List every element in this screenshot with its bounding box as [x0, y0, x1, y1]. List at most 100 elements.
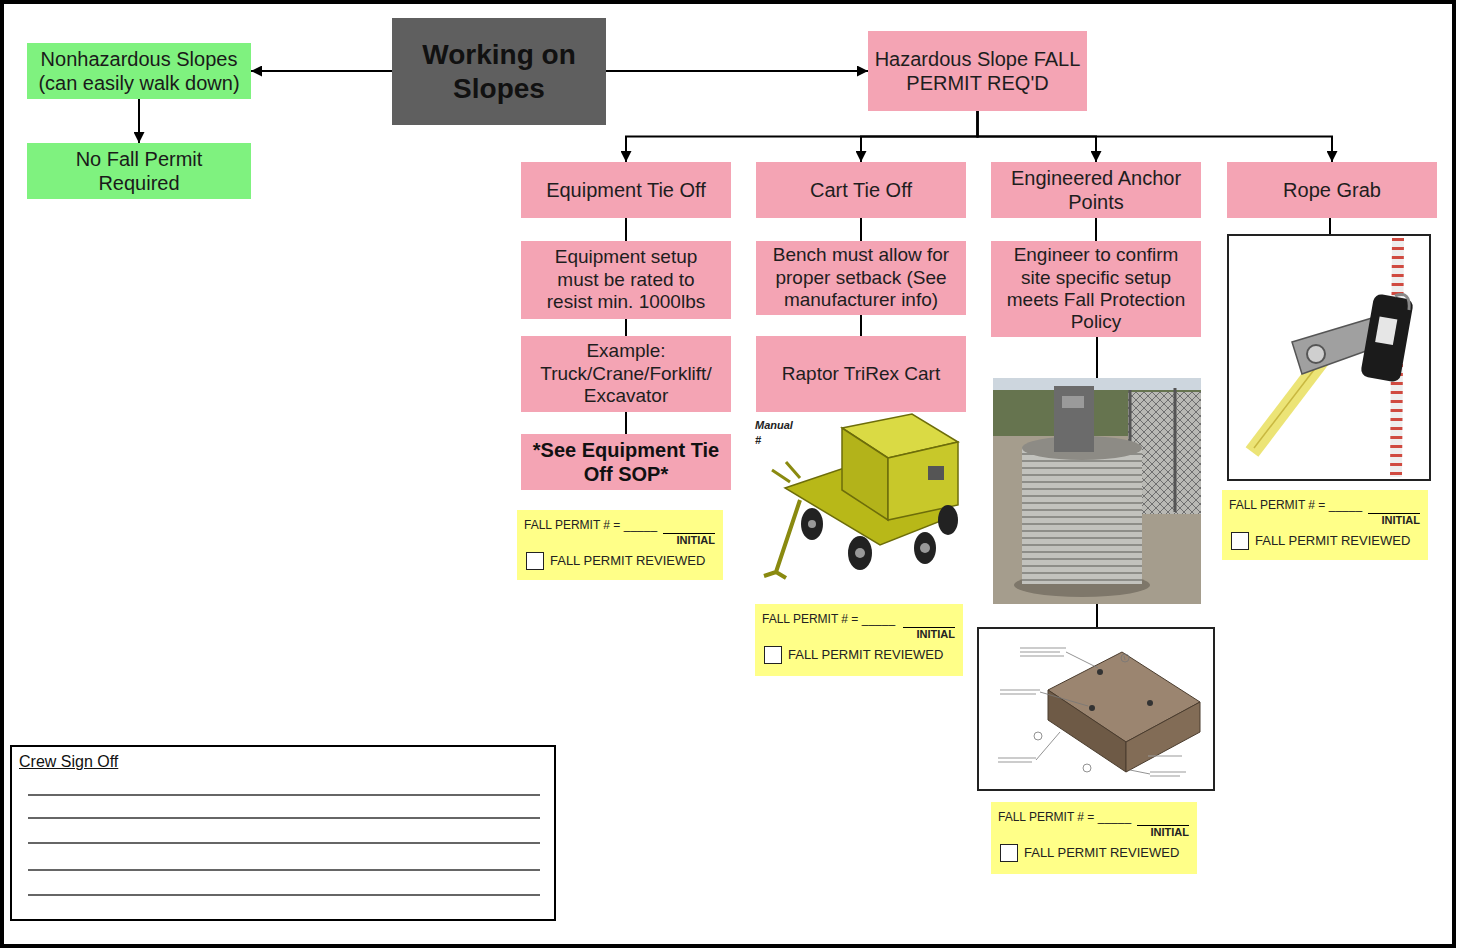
lanyard-strap — [1252, 360, 1322, 452]
picture-link-line — [1096, 604, 1098, 628]
initial-label: INITIAL — [903, 627, 955, 641]
wheel-hub — [920, 543, 930, 553]
box-text: Working on Slopes — [400, 38, 598, 105]
box-text: Hazardous Slope FALL PERMIT REQ'D — [874, 47, 1081, 95]
anchor-plate — [1062, 396, 1084, 408]
process-box: Engineered Anchor Points — [991, 162, 1201, 218]
process-box: Hazardous Slope FALL PERMIT REQ'D — [868, 31, 1087, 111]
box-text: Equipment Tie Off — [546, 178, 706, 202]
box-text: Raptor TriRex Cart — [782, 363, 940, 385]
review-label: FALL PERMIT REVIEWED — [1255, 533, 1410, 549]
block-side — [1126, 702, 1200, 772]
box-text: *See Equipment Tie Off SOP* — [524, 438, 728, 486]
cart-handle — [772, 462, 800, 482]
review-label: FALL PERMIT REVIEWED — [788, 647, 943, 663]
permit-box: FALL PERMIT # = _____INITIALFALL PERMIT … — [991, 802, 1197, 874]
grab-clip — [1395, 295, 1409, 310]
signature-line — [28, 869, 540, 871]
drawing-caption: Manual — [755, 419, 793, 431]
bolt — [1097, 669, 1103, 675]
box-text: Bench must allow for proper setback (See… — [768, 244, 954, 311]
rope-grab-picture — [1228, 235, 1430, 480]
cart-plate — [928, 466, 944, 480]
box-text: No Fall Permit Required — [47, 147, 231, 195]
connector-line — [625, 218, 627, 241]
signature-line — [28, 794, 540, 796]
reference-box: *See Equipment Tie Off SOP* — [521, 434, 731, 490]
anchor-photo — [993, 378, 1201, 604]
checkbox — [526, 552, 544, 570]
drawing-frame — [978, 628, 1214, 790]
review-label: FALL PERMIT REVIEWED — [550, 553, 705, 569]
permit-number: FALL PERMIT # = _____ — [998, 810, 1189, 824]
cart-wheel — [848, 536, 872, 570]
sign-off-heading: Crew Sign Off — [19, 752, 118, 771]
drawing-caption: # — [755, 434, 761, 446]
cart-wheel — [801, 508, 823, 540]
connector-line — [860, 315, 862, 336]
cart-box-side — [842, 428, 888, 520]
flow-arrow — [251, 70, 392, 72]
grab-pivot — [1307, 345, 1325, 363]
permit-number: FALL PERMIT # = _____ — [762, 612, 955, 626]
signature-line — [28, 842, 540, 844]
box-text: Engineer to confirm site specific setup … — [1003, 244, 1189, 334]
box-text: Example: Truck/Crane/Forklift/ Excavator — [533, 340, 719, 407]
box-text: Cart Tie Off — [810, 178, 912, 202]
note-box: Bench must allow for proper setback (See… — [756, 241, 966, 315]
checkbox — [1000, 844, 1018, 862]
box-text: Equipment setup must be rated to resist … — [533, 246, 719, 313]
initial-label: INITIAL — [663, 533, 715, 547]
connector-line — [1095, 218, 1097, 241]
process-box: Rope Grab — [1227, 162, 1437, 218]
corrugated-pipe — [1022, 448, 1142, 584]
signature-line — [28, 817, 540, 819]
bolt — [1147, 700, 1153, 706]
note-box: Raptor TriRex Cart — [756, 336, 966, 412]
permit-box: FALL PERMIT # = _____INITIAL FALL PERMIT … — [755, 604, 963, 676]
result-box: No Fall Permit Required — [27, 143, 251, 199]
connector-line — [625, 412, 627, 434]
strap-stitch — [1254, 362, 1320, 448]
flow-arrow — [978, 111, 1333, 162]
permit-number: FALL PERMIT # = _____ — [524, 518, 715, 532]
picture-frame — [1228, 235, 1430, 480]
cart-wheel — [938, 505, 958, 535]
picture-link-line — [1329, 215, 1331, 235]
callout-circle — [1083, 764, 1091, 772]
box-text: Engineered Anchor Points — [997, 166, 1195, 214]
callout-circle — [1121, 654, 1129, 662]
photo-ground — [993, 378, 1201, 604]
callout-circle — [1034, 732, 1042, 740]
flow-arrow — [626, 111, 978, 162]
start-box: Working on Slopes — [392, 18, 606, 125]
cart-wheel — [914, 532, 936, 564]
flow-arrow — [606, 70, 868, 72]
fence-post — [1174, 388, 1177, 512]
checkbox — [1231, 532, 1249, 550]
checkbox — [764, 646, 782, 664]
note-box: Engineer to confirm site specific setup … — [991, 241, 1201, 337]
permit-box: FALL PERMIT # = _____INITIALFALL PERMIT … — [1222, 490, 1428, 560]
connector-line — [860, 218, 862, 241]
initial-label: INITIAL — [1368, 513, 1420, 527]
anchor-block-drawing — [978, 628, 1214, 790]
initial-label: INITIAL — [1137, 825, 1189, 839]
result-box: Nonhazardous Slopes (can easily walk dow… — [27, 43, 251, 99]
flow-arrow — [861, 111, 978, 162]
signature-lines — [28, 795, 540, 895]
signature-line — [28, 894, 540, 896]
block-front — [1048, 690, 1126, 772]
process-box: Cart Tie Off — [756, 162, 966, 218]
note-box: Example: Truck/Crane/Forklift/ Excavator — [521, 336, 731, 412]
note-box: Equipment setup must be rated to resist … — [521, 241, 731, 319]
photo-sky — [993, 378, 1201, 390]
connector-line — [625, 319, 627, 336]
anchor-post — [1054, 386, 1094, 452]
tow-bar — [764, 500, 800, 578]
permit-box: FALL PERMIT # = _____INITIAL FALL PERMIT … — [517, 510, 723, 580]
drawing-leaders — [1036, 652, 1150, 774]
fine-print-marks — [998, 648, 1186, 776]
picture-link-line — [1096, 330, 1098, 378]
